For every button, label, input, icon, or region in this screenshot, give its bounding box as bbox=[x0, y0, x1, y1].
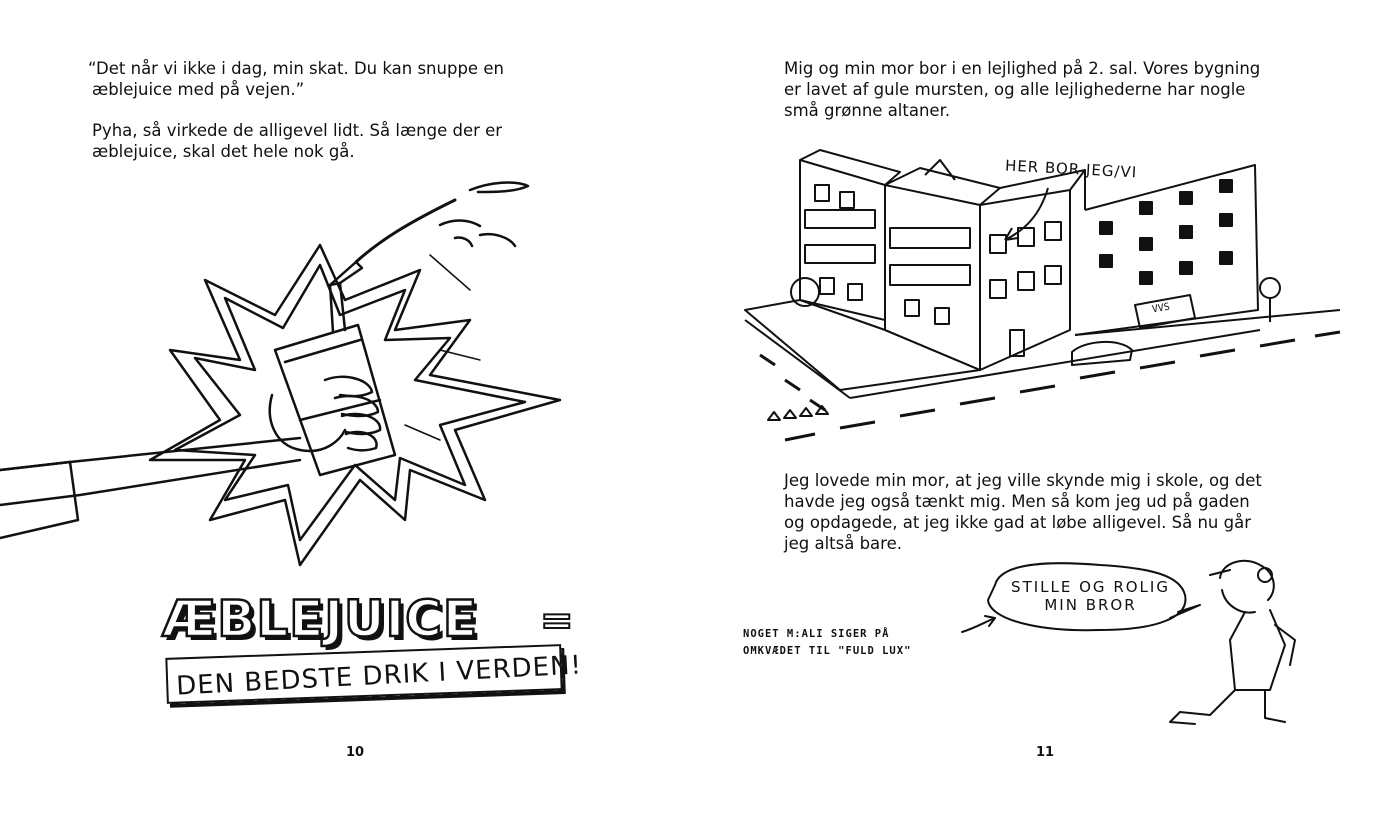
right-paragraph-2: Jeg lovede min mor, at jeg ville skynde … bbox=[784, 470, 1262, 554]
page-number-right: 11 bbox=[1036, 745, 1055, 760]
speech-line: MIN BROR bbox=[1044, 596, 1137, 614]
text-line: “Det når vi ikke i dag, min skat. Du kan… bbox=[88, 59, 504, 78]
side-note-line: OMKVÆDET TIL "FULD LUX" bbox=[743, 645, 912, 657]
text-line: og opdagede, at jeg ikke gad at løbe all… bbox=[784, 513, 1252, 532]
speech-bubble-text: STILLE OG ROLIG MIN BROR bbox=[998, 578, 1183, 614]
speech-line: STILLE OG ROLIG bbox=[1011, 578, 1170, 596]
apartment-building-illustration bbox=[744, 149, 1341, 442]
right-page: Mig og min mor bor i en lejlighed på 2. … bbox=[700, 0, 1400, 819]
text-line: små grønne altaner. bbox=[784, 101, 951, 120]
text-line: Pyha, så virkede de alligevel lidt. Så l… bbox=[92, 121, 503, 140]
right-paragraph-1: Mig og min mor bor i en lejlighed på 2. … bbox=[784, 58, 1260, 121]
left-paragraph-1: “Det når vi ikke i dag, min skat. Du kan… bbox=[88, 58, 504, 100]
side-note: NOGET M:ALI SIGER PÅ OMKVÆDET TIL "FULD … bbox=[743, 626, 911, 660]
left-page: “Det når vi ikke i dag, min skat. Du kan… bbox=[0, 58, 583, 760]
text-line: Mig og min mor bor i en lejlighed på 2. … bbox=[784, 59, 1261, 78]
text-line: havde jeg også tænkt mig. Men så kom jeg… bbox=[784, 492, 1250, 511]
text-line: er lavet af gule mursten, og alle lejlig… bbox=[784, 80, 1246, 99]
left-paragraph-2: Pyha, så virkede de alligevel lidt. Så l… bbox=[92, 120, 502, 162]
juice-title-word: ÆBLEJUICE bbox=[161, 589, 479, 650]
walking-boy-illustration bbox=[961, 559, 1296, 725]
text-line: jeg altså bare. bbox=[784, 534, 902, 553]
text-line: Jeg lovede min mor, at jeg ville skynde … bbox=[784, 471, 1262, 490]
page-number-left: 10 bbox=[346, 745, 365, 760]
text-line: æblejuice, skal det hele nok gå. bbox=[92, 142, 355, 161]
juice-title-equals: = bbox=[539, 597, 574, 645]
text-line: æblejuice med på vejen.” bbox=[92, 80, 305, 99]
juice-explosion-illustration bbox=[0, 181, 562, 567]
side-note-line: NOGET M:ALI SIGER PÅ bbox=[743, 628, 890, 640]
